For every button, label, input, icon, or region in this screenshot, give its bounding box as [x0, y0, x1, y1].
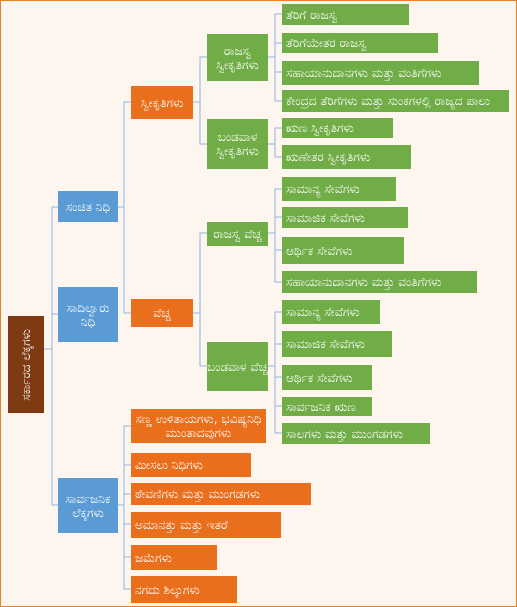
leaf-cap-economic-services: ಆರ್ಥಿಕ ಸೇವೆಗಳು	[282, 365, 372, 390]
public-remittances: ಜಮೆಗಳು	[131, 545, 217, 570]
leaf-label: ಸಾಮಾಜಿಕ ಸೇವೆಗಳು	[286, 210, 365, 225]
revenue-expenditure-node: ರಾಜಸ್ವ ವೆಚ್ಚ	[207, 222, 268, 246]
leaf-label: ಸಹಾಯಾನುದಾನಗಳು ಮತ್ತು ವಂತಿಗೆಗಳು	[286, 66, 442, 80]
public-item-label: ಮೀಸಲು ನಿಧಿಗಳು	[135, 458, 203, 472]
leaf-label: ಸಾಮಾಜಿಕ ಸೇವೆಗಳು	[286, 337, 365, 351]
leaf-label: ಸಾಮಾನ್ಯ ಸೇವೆಗಳು	[286, 182, 360, 196]
public-cash-balances: ನಗದು ಶಿಲ್ಕುಗಳು	[131, 576, 237, 603]
leaf-rev-economic-services: ಆರ್ಥಿಕ ಸೇವೆಗಳು	[282, 237, 404, 264]
leaf-rev-general-services: ಸಾಮಾನ್ಯ ಸೇವೆಗಳು	[282, 177, 396, 201]
leaf-state-share-central-taxes: ಕೇಂದ್ರದ ತೆರಿಗೆಗಳು ಮತ್ತು ಸುಂಕಗಳಲ್ಲಿ ರಾಜ್ಯ…	[282, 90, 509, 112]
receipts-label: ಸ್ವೀಕೃತಿಗಳು	[140, 95, 184, 110]
leaf-cap-general-services: ಸಾಮಾನ್ಯ ಸೇವೆಗಳು	[282, 300, 380, 324]
public-item-label: ಸಣ್ಣ ಉಳಿತಾಯಗಳು, ಭವಿಷ್ಯನಿಧಿ ಮುಂತಾದವುಗಳು	[135, 412, 262, 440]
public-reserve-funds: ಮೀಸಲು ನಿಧಿಗಳು	[131, 453, 251, 477]
leaf-label: ಸಾರ್ವಜನಿಕ ಋಣ	[286, 399, 356, 414]
capital-expenditure-node: ಬಂಡವಾಳ ವೆಚ್ಚ	[207, 342, 268, 391]
leaf-rev-grants-contributions: ಸಹಾಯಾನುದಾನಗಳು ಮತ್ತು ವಂತಿಗೆಗಳು	[282, 271, 477, 293]
public-item-label: ಜಮೆಗಳು	[135, 550, 172, 565]
receipts-node: ಸ್ವೀಕೃತಿಗಳು	[131, 86, 193, 119]
public-accounts-label: ಸಾರ್ವಜನಿಕ ಲೆಕ್ಕಗಳು	[65, 491, 111, 520]
leaf-rev-social-services: ಸಾಮಾಜಿಕ ಸೇವೆಗಳು	[282, 207, 408, 228]
leaf-label: ಸಾಲಗಳು ಮತ್ತು ಮುಂಗಡಗಳು	[286, 426, 403, 441]
consolidated-fund-label: ಸಂಚಿತ ನಿಧಿ	[65, 199, 111, 214]
public-item-label: ಅಮಾನತ್ತು ಮತ್ತು ಇತರೆ	[135, 518, 228, 532]
leaf-label: ತೆರಿಗೆಯೇತರ ರಾಜಸ್ವ	[286, 36, 367, 50]
public-small-savings: ಸಣ್ಣ ಉಳಿತಾಯಗಳು, ಭವಿಷ್ಯನಿಧಿ ಮುಂತಾದವುಗಳು	[131, 409, 266, 443]
leaf-label: ಆರ್ಥಿಕ ಸೇವೆಗಳು	[286, 370, 353, 385]
leaf-label: ತೆರಿಗೆ ರಾಜಸ್ವ	[286, 7, 338, 22]
leaf-debt-receipts: ಋಣ ಸ್ವೀಕೃತಿಗಳು	[282, 118, 393, 138]
leaf-non-debt-receipts: ಋಣೇತರ ಸ್ವೀಕೃತಿಗಳು	[282, 145, 411, 169]
leaf-cap-loans-advances: ಸಾಲಗಳು ಮತ್ತು ಮುಂಗಡಗಳು	[282, 423, 430, 444]
leaf-label: ಸಾಮಾನ್ಯ ಸೇವೆಗಳು	[286, 305, 360, 319]
revenue-expenditure-label: ರಾಜಸ್ವ ವೆಚ್ಚ	[213, 227, 262, 241]
public-deposits-advances: ಠೇವಣಿಗಳು ಮತ್ತು ಮುಂಗಡಗಳು	[131, 483, 311, 505]
consolidated-fund-node: ಸಂಚಿತ ನಿಧಿ	[58, 191, 118, 222]
capital-receipts-label: ಬಂಡವಾಳ ಸ್ವೀಕೃತಿಗಳು	[216, 130, 259, 158]
leaf-label: ಋಣೇತರ ಸ್ವೀಕೃತಿಗಳು	[286, 150, 371, 164]
root-label: ಸರ್ಕಾರದ ಲೆಕ್ಕಗಳು	[19, 328, 33, 401]
leaf-label: ಸಹಾಯಾನುದಾನಗಳು ಮತ್ತು ವಂತಿಗೆಗಳು	[286, 275, 442, 289]
contingency-fund-node: ಸಾದಿಲ್ವಾರು ನಿಧಿ	[58, 287, 118, 342]
contingency-fund-label: ಸಾದಿಲ್ವಾರು ನಿಧಿ	[66, 300, 110, 329]
leaf-grants-contributions: ಸಹಾಯಾನುದಾನಗಳು ಮತ್ತು ವಂತಿಗೆಗಳು	[282, 61, 479, 85]
capital-expenditure-label: ಬಂಡವಾಳ ವೆಚ್ಚ	[207, 359, 268, 374]
revenue-receipts-node: ರಾಜಸ್ವ ಸ್ವೀಕೃತಿಗಳು	[207, 34, 268, 81]
root-government-accounts: ಸರ್ಕಾರದ ಲೆಕ್ಕಗಳು	[8, 316, 44, 413]
leaf-non-tax-revenue: ತೆರಿಗೆಯೇತರ ರಾಜಸ್ವ	[282, 33, 438, 53]
expenditure-label: ವೆಚ್ಚ	[153, 306, 171, 320]
public-item-label: ನಗದು ಶಿಲ್ಕುಗಳು	[135, 582, 200, 597]
leaf-label: ಋಣ ಸ್ವೀಕೃತಿಗಳು	[286, 121, 354, 135]
leaf-tax-revenue: ತೆರಿಗೆ ರಾಜಸ್ವ	[282, 4, 409, 25]
public-accounts-node: ಸಾರ್ವಜನಿಕ ಲೆಕ್ಕಗಳು	[58, 478, 118, 533]
leaf-cap-social-services: ಸಾಮಾಜಿಕ ಸೇವೆಗಳು	[282, 331, 392, 357]
leaf-cap-public-debt: ಸಾರ್ವಜನಿಕ ಋಣ	[282, 397, 372, 416]
leaf-label: ಕೇಂದ್ರದ ತೆರಿಗೆಗಳು ಮತ್ತು ಸುಂಕಗಳಲ್ಲಿ ರಾಜ್ಯ…	[286, 94, 490, 108]
public-item-label: ಠೇವಣಿಗಳು ಮತ್ತು ಮುಂಗಡಗಳು	[135, 487, 261, 501]
public-suspense-misc: ಅಮಾನತ್ತು ಮತ್ತು ಇತರೆ	[131, 512, 281, 538]
expenditure-node: ವೆಚ್ಚ	[131, 299, 193, 327]
leaf-label: ಆರ್ಥಿಕ ಸೇವೆಗಳು	[286, 243, 353, 258]
capital-receipts-node: ಬಂಡವಾಳ ಸ್ವೀಕೃತಿಗಳು	[207, 119, 268, 169]
revenue-receipts-label: ರಾಜಸ್ವ ಸ್ವೀಕೃತಿಗಳು	[216, 43, 259, 72]
